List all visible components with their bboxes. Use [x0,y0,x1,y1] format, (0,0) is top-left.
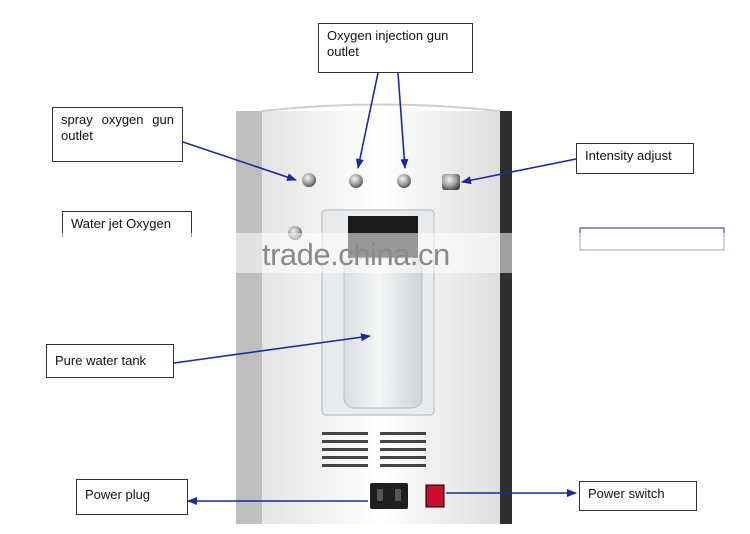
label-power-switch: Power switch [579,481,697,511]
label-power-plug: Power plug [76,479,188,515]
label-intensity-adjust: Intensity adjust [576,143,694,174]
air-vents [322,432,426,467]
label-power-switch-text: Power switch [588,486,665,501]
label-water-jet: Water jet Oxygen [62,211,192,237]
water-tank [343,257,423,409]
intensity-knob [442,174,460,190]
label-pure-water-tank: Pure water tank [46,344,174,378]
callout-arrows [173,72,577,505]
label-oxygen-injection-text: Oxygen injection gun outlet [327,28,449,59]
device-side-left [236,111,266,524]
watermark-band [0,233,750,273]
label-spray-outlet: spray oxygen gun outlet [52,107,183,162]
spray-outlet-knob [302,173,316,187]
label-pure-water-tank-text: Pure water tank [55,353,147,368]
watermark-text: trade.china.cn [262,237,450,272]
label-intensity-text: Intensity adjust [585,148,672,163]
power-plug-socket [370,483,408,509]
label-oxygen-injection-outlet: Oxygen injection gun outlet [318,23,473,73]
injection-outlet-knob-left [349,174,363,188]
label-spray-outlet-text: spray oxygen gun outlet [61,112,174,143]
label-power-plug-text: Power plug [85,487,151,502]
power-switch-button [425,484,445,508]
injection-outlet-knob-right [397,174,411,188]
label-water-jet-text: Water jet Oxygen [71,216,171,231]
